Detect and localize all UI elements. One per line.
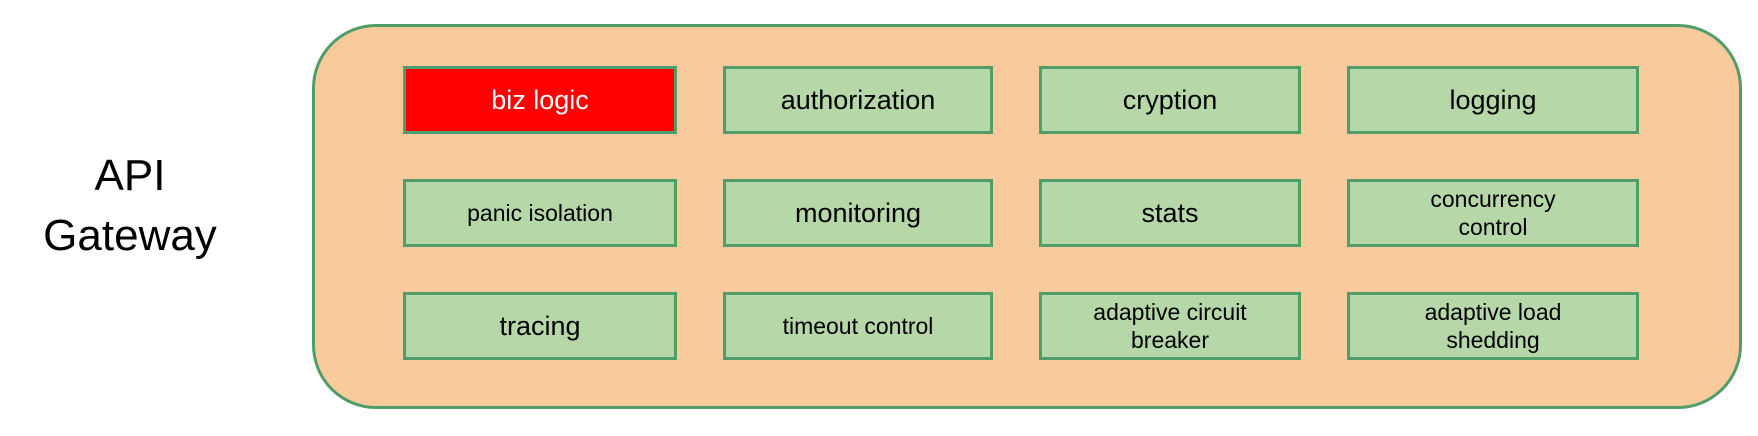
feature-box-stats: stats	[1039, 179, 1301, 247]
feature-grid: biz logic authorization cryption logging…	[403, 66, 1639, 360]
feature-box-logging: logging	[1347, 66, 1639, 134]
feature-box-panic-isolation: panic isolation	[403, 179, 677, 247]
api-gateway-label: API Gateway	[43, 151, 217, 260]
api-gateway-container: biz logic authorization cryption logging…	[312, 24, 1742, 409]
feature-box-timeout-control: timeout control	[723, 292, 993, 360]
feature-box-biz-logic: biz logic	[403, 66, 677, 134]
feature-box-cryption: cryption	[1039, 66, 1301, 134]
feature-box-concurrency-control: concurrency control	[1347, 179, 1639, 247]
feature-box-tracing: tracing	[403, 292, 677, 360]
feature-box-adaptive-load-shedding: adaptive load shedding	[1347, 292, 1639, 360]
feature-box-adaptive-circuit-breaker: adaptive circuit breaker	[1039, 292, 1301, 360]
feature-box-authorization: authorization	[723, 66, 993, 134]
feature-box-monitoring: monitoring	[723, 179, 993, 247]
